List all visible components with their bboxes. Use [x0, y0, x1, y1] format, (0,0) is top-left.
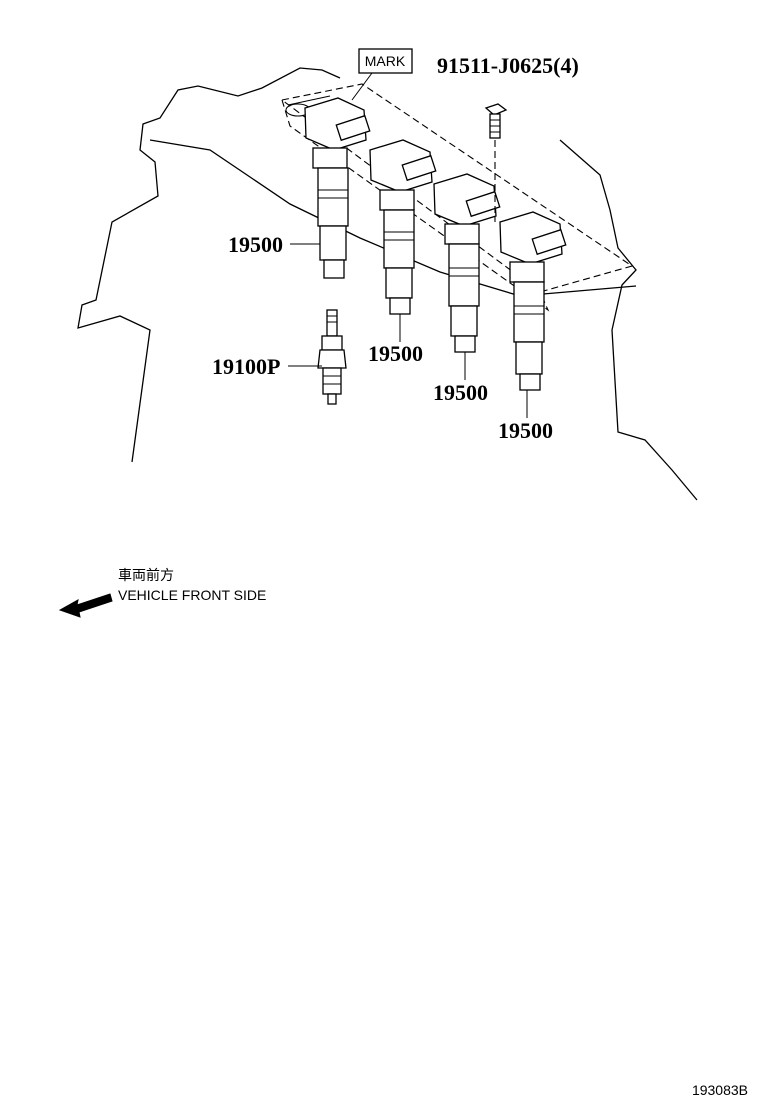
mark-label: MARK	[365, 53, 406, 69]
leader-lines	[288, 72, 528, 418]
ignition-coil-4	[499, 211, 567, 391]
front-side-label-en: VEHICLE FRONT SIDE	[118, 587, 266, 603]
ignition-coil-3	[433, 173, 501, 353]
coil-3-part-number: 19500	[433, 380, 488, 405]
coil-4-part-number: 19500	[498, 418, 553, 443]
front-side-label-jp: 車両前方	[118, 567, 174, 583]
coil-2-part-number: 19500	[368, 341, 423, 366]
coil-1-part-number: 19500	[228, 232, 283, 257]
bolt-part-number: 91511-J0625(4)	[437, 53, 579, 78]
ignition-coil-1	[304, 97, 371, 279]
bolt-91511	[484, 103, 508, 222]
ignition-coil-2	[369, 139, 437, 315]
spark-plug-part-number: 19100P	[212, 354, 280, 379]
mark-box	[358, 48, 413, 74]
arrow-left-icon	[58, 593, 113, 618]
spark-plug	[317, 309, 347, 405]
figure-id: 193083B	[692, 1082, 748, 1098]
